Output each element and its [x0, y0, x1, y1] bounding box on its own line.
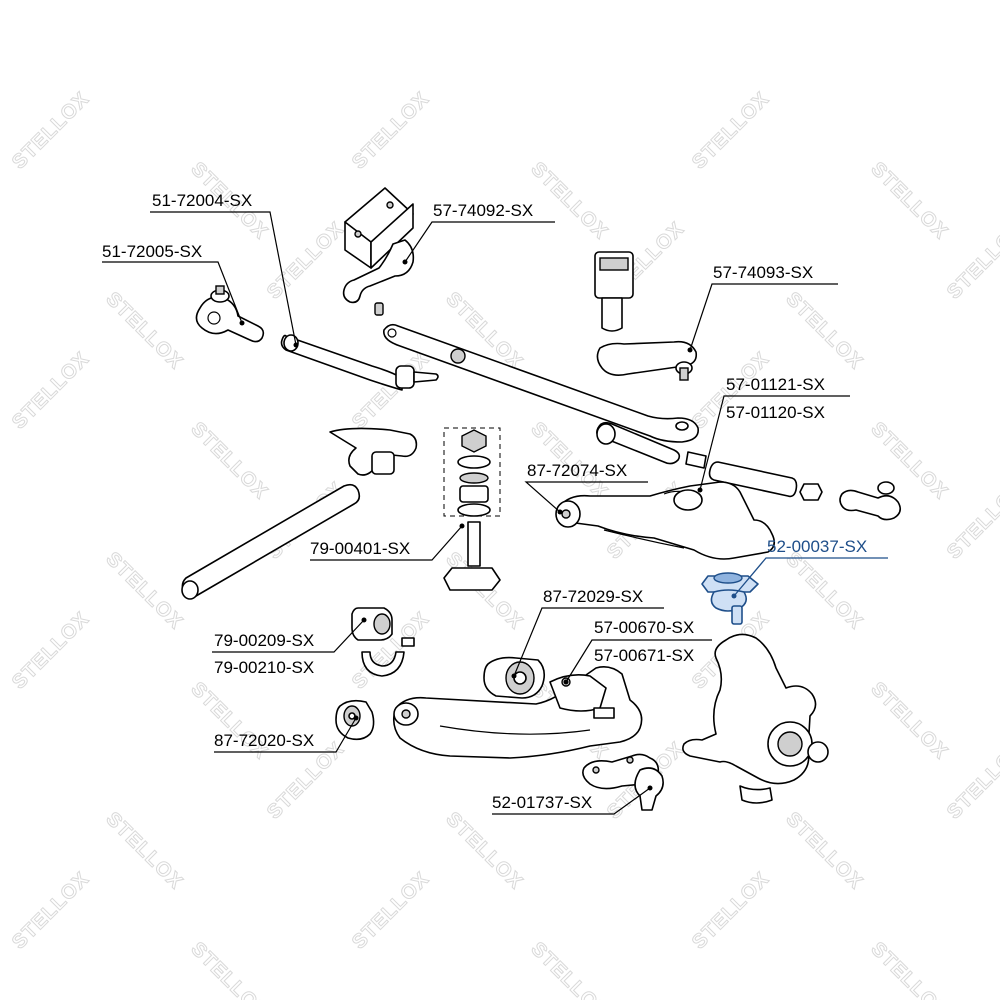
watermark-text: STELLOX	[348, 88, 434, 174]
stabilizer-link-kit[interactable]	[443, 427, 501, 591]
upper-ball-joint-highlighted[interactable]	[701, 572, 759, 625]
label-79-00209[interactable]: 79-00209-SX	[214, 631, 315, 650]
idler-arm-bracket[interactable]	[342, 187, 415, 316]
watermark-text: STELLOX	[943, 738, 1000, 824]
watermark-text: STELLOX	[866, 678, 952, 764]
watermark-text: STELLOX	[526, 938, 612, 1000]
label-87-72074[interactable]: 87-72074-SX	[527, 461, 628, 480]
leader-lines	[102, 211, 888, 815]
watermark-text: STELLOX	[866, 938, 952, 1000]
label-57-00670[interactable]: 57-00670-SX	[594, 618, 695, 637]
watermark-text: STELLOX	[263, 738, 349, 824]
watermark-text: STELLOX	[8, 868, 94, 954]
outer-tie-rod[interactable]	[596, 421, 902, 521]
label-57-00671[interactable]: 57-00671-SX	[594, 646, 695, 665]
watermark-text: STELLOX	[441, 548, 527, 634]
label-79-00401[interactable]: 79-00401-SX	[310, 539, 411, 558]
watermark-text: STELLOX	[348, 868, 434, 954]
watermark-text: STELLOX	[101, 548, 187, 634]
label-57-01120[interactable]: 57-01120-SX	[726, 403, 825, 422]
watermark-text: STELLOX	[101, 808, 187, 894]
watermark-text: STELLOX	[943, 218, 1000, 304]
watermark-text: STELLOX	[781, 288, 867, 374]
watermark-text: STELLOX	[866, 158, 952, 244]
torsion-bar[interactable]	[181, 427, 418, 600]
label-52-00037-highlighted[interactable]: 52-00037-SX	[767, 537, 868, 556]
watermark-text: STELLOX	[263, 218, 349, 304]
pitman-arm-assembly[interactable]	[594, 251, 698, 381]
watermark-text: STELLOX	[441, 808, 527, 894]
label-57-74092[interactable]: 57-74092-SX	[433, 201, 534, 220]
lower-control-arm[interactable]	[392, 666, 643, 759]
watermark-text: STELLOX	[101, 288, 187, 374]
tie-rod-end-left[interactable]	[195, 285, 265, 343]
watermark-text: STELLOX	[8, 88, 94, 174]
watermark-text: STELLOX	[186, 938, 272, 1000]
watermark-text: STELLOX	[526, 158, 612, 244]
stabilizer-bushing[interactable]	[351, 607, 415, 677]
center-link[interactable]	[383, 323, 699, 443]
watermark-text: STELLOX	[781, 548, 867, 634]
watermark-text: STELLOX	[348, 348, 434, 434]
steering-knuckle[interactable]	[682, 633, 829, 804]
label-79-00210[interactable]: 79-00210-SX	[214, 658, 315, 677]
watermark-text: STELLOX	[943, 478, 1000, 564]
watermark-text: STELLOX	[186, 678, 272, 764]
label-51-72004[interactable]: 51-72004-SX	[152, 191, 253, 210]
label-52-01737[interactable]: 52-01737-SX	[492, 793, 593, 812]
watermark-text: STELLOX	[688, 868, 774, 954]
label-87-72020[interactable]: 87-72020-SX	[214, 731, 315, 750]
watermark-text: STELLOX	[688, 88, 774, 174]
watermark-text: STELLOX	[186, 418, 272, 504]
watermark-text: STELLOX	[8, 348, 94, 434]
label-51-72005[interactable]: 51-72005-SX	[102, 242, 203, 261]
watermark-text: STELLOX	[8, 608, 94, 694]
label-57-74093[interactable]: 57-74093-SX	[713, 263, 814, 282]
label-57-01121[interactable]: 57-01121-SX	[726, 375, 825, 394]
label-87-72029[interactable]: 87-72029-SX	[543, 587, 644, 606]
upper-control-arm[interactable]	[555, 481, 776, 560]
watermark-text: STELLOX	[781, 808, 867, 894]
